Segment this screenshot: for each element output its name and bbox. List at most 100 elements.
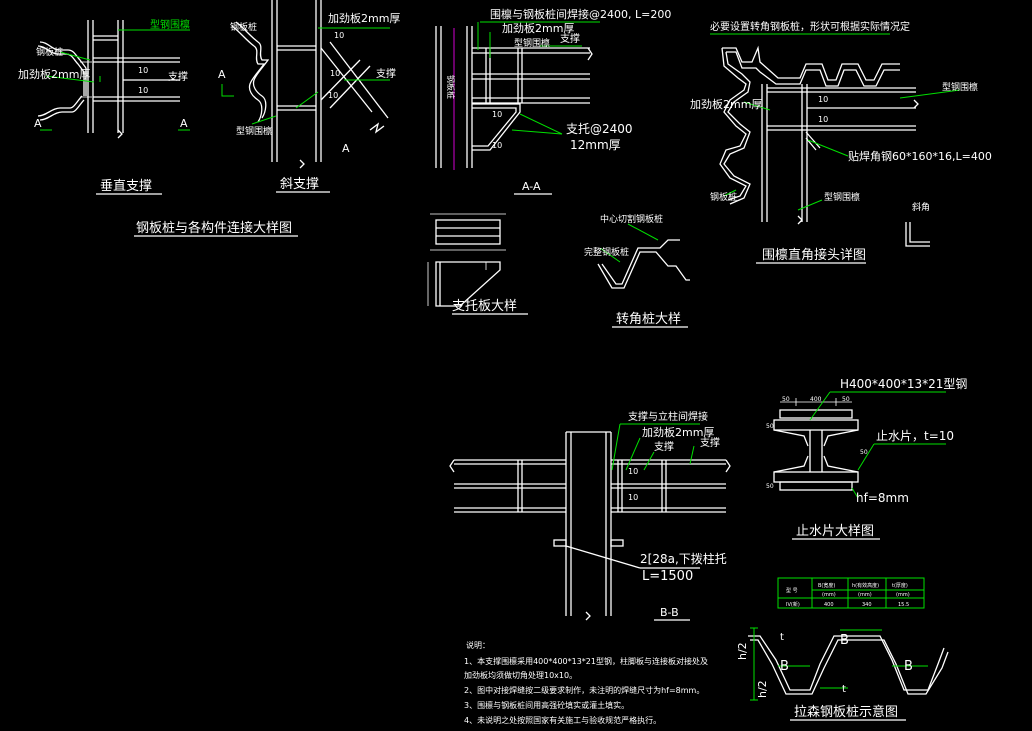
larssen-dim-h-top: h/2 [736,642,749,660]
purlin-corner-pile: 钢板桩 [710,191,737,203]
table-cell-thickness: 15.5 [898,602,909,608]
diagonal-label-brace: 支撑 [376,67,396,80]
waterstop-dim-400: 400 [810,396,822,403]
waterstop-thickness: 止水片，t=10 [876,429,954,443]
section-aa-brace: 支撑 [560,32,580,45]
waterstop-h-section: H400*400*13*21型钢 [840,377,967,391]
purlin-corner-weld-2: 10 [818,115,828,124]
title-corner-pile: 转角桩大样 [616,312,681,327]
larssen-pile-detail: B B B h/2 h/2 t t 拉森钢板桩示意图 [736,627,949,721]
table-unit-height: (mm) [858,592,872,598]
purlin-corner-weld-1: 10 [818,95,828,104]
section-bb-weld-note: 支撑与立柱间焊接 [628,410,708,423]
section-aa-stiffener: 加劲板2mm厚 [502,21,574,35]
bracket-plate-detail: 支托板大样 [427,213,528,315]
waterstop-dim-50-right: 50 [842,396,850,403]
diagonal-label-stiffener: 加劲板2mm厚 [328,11,400,25]
section-bb-brace-2: 支撑 [700,436,720,449]
note-3: 3、围檩与钢板桩间用高强砼填实或灌土填实。 [464,700,629,710]
section-bb-brace-1: 支撑 [654,440,674,453]
table-unit-thickness: (mm) [896,592,910,598]
diagonal-brace-detail: 钢板桩 加劲板2mm厚 支撑 型钢围檩 10 10 10 A A 斜支撑 [218,0,400,193]
title-section-bb: B-B [660,606,679,619]
notes-heading: 说明： [466,640,490,650]
notes-block: 说明： 1、本支撑围檩采用400*400*13*21型钢，柱脚板与连接板对接处及… [464,640,708,725]
larssen-dim-b-right: B [904,659,913,674]
table-header-thickness: t(厚度) [892,582,908,589]
table-cell-height: 340 [862,602,872,608]
table-cell-model: IV(新) [786,601,800,608]
diagonal-weld-3: 10 [328,91,338,100]
section-aa-weld-note: 围檩与钢板桩间焊接@2400, L=200 [490,7,671,21]
title-waterstop: 止水片大样图 [796,524,874,539]
note-1: 1、本支撑围檩采用400*400*13*21型钢，柱脚板与连接板对接处及 [464,656,708,666]
waterstop-dim-50-left: 50 [782,396,790,403]
vertical-label-brace: 支撑 [168,70,188,83]
diagonal-weld-1: 10 [334,31,344,40]
vertical-section-a-left: A [34,117,42,130]
waterstop-dim-50-b: 50 [766,483,774,490]
group-title: 钢板桩与各构件连接大样图 [136,220,292,236]
larssen-dim-t-bottom: t [842,684,846,695]
section-bb-weld-2: 10 [628,493,638,502]
diagonal-label-pile: 钢板桩 [230,21,257,33]
section-bb-length: L=1500 [642,569,693,584]
corner-pile-detail: 中心切割钢板桩 完整钢板桩 转角桩大样 [584,213,690,328]
vertical-label-purlin: 型钢围檩 [150,18,190,31]
title-larssen: 拉森钢板桩示意图 [794,704,898,720]
diagonal-label-purlin: 型钢围檩 [236,125,272,137]
section-aa-weld-2: 10 [492,141,502,150]
waterstop-weld: hf=8mm [856,491,909,505]
table-header-model: 型 号 [786,587,798,594]
purlin-corner-purlin: 型钢围檩 [942,81,978,93]
title-diagonal-brace: 斜支撑 [280,177,319,192]
table-header-width: B(宽度) [818,582,835,589]
purlin-corner-detail: 必要设置转角钢板桩，形状可根据实际情况定 型钢围檩 加劲板2mm厚 贴焊角钢60… [690,20,992,264]
section-aa-detail: 钢板桩 围檩与钢板桩间焊接@2400, L=200 加劲板2mm厚 型钢围檩 支… [435,7,671,195]
title-bracket-plate: 支托板大样 [452,299,517,314]
vertical-label-pile: 钢板桩 [36,46,63,58]
waterstop-dim-50-a: 50 [766,423,774,430]
section-bb-channel: 2[28a,下拨柱托 [640,551,727,566]
purlin-corner-stiffener: 加劲板2mm厚 [690,97,762,111]
corner-pile-complete-label: 完整钢板桩 [584,246,629,258]
purlin-corner-diag: 斜角 [912,201,930,213]
title-purlin-corner: 围檩直角接头详图 [762,247,866,263]
diagonal-weld-2: 10 [330,69,340,78]
section-bb-weld-1: 10 [628,467,638,476]
larssen-dim-b-left: B [780,659,789,674]
diagonal-section-a-left: A [218,68,226,81]
waterstop-detail: 50 400 50 50 50 50 H400*400*13*21型钢 止水片，… [766,377,967,540]
purlin-corner-note: 必要设置转角钢板桩，形状可根据实际情况定 [710,20,910,33]
pile-table: 型 号 B(宽度) h(有效高度) t(厚度) (mm) (mm) (mm) I… [777,577,925,609]
vertical-brace-detail: 型钢围檩 钢板桩 加劲板2mm厚 支撑 10 10 A A 垂直支撑 [18,18,190,195]
section-bb-stiffener: 加劲板2mm厚 [642,425,714,439]
section-aa-bracket: 支托@2400 [566,122,633,136]
table-unit-width: (mm) [822,592,836,598]
section-bb-detail: 支撑与立柱间焊接 加劲板2mm厚 支撑 支撑 2[28a,下拨柱托 L=1500… [449,410,731,621]
note-2: 2、图中对接焊缝按二级要求制作，未注明的焊缝尺寸为hf=8mm。 [464,685,704,695]
purlin-corner-purlin-2: 型钢围檩 [824,191,860,203]
larssen-dim-b-top: B [840,633,849,648]
table-header-height: h(有效高度) [852,582,879,589]
section-aa-vertical-text: 钢板桩 [446,75,456,99]
purlin-corner-angle: 贴焊角钢60*160*16,L=400 [848,149,992,163]
table-cell-width: 400 [824,602,834,608]
vertical-weld-2: 10 [138,86,148,95]
vertical-label-stiffener: 加劲板2mm厚 [18,67,90,81]
diagonal-section-a-right: A [342,142,350,155]
larssen-dim-t-top: t [780,632,784,643]
larssen-dim-h-bottom: h/2 [756,680,769,698]
note-4: 4、未说明之处按照国家有关施工与验收规范严格执行。 [464,715,661,725]
section-aa-thickness: 12mm厚 [570,138,621,152]
vertical-weld-1: 10 [138,66,148,75]
title-section-aa: A-A [522,180,541,193]
title-vertical-brace: 垂直支撑 [100,179,152,194]
note-1b: 加劲板均须做切角处理10x10。 [464,670,577,680]
vertical-section-a-right: A [180,117,188,130]
section-aa-weld-1: 10 [492,110,502,119]
section-aa-purlin: 型钢围檩 [514,37,550,49]
waterstop-dim-50-c: 50 [860,449,868,456]
corner-pile-mid-label: 中心切割钢板桩 [600,213,663,225]
